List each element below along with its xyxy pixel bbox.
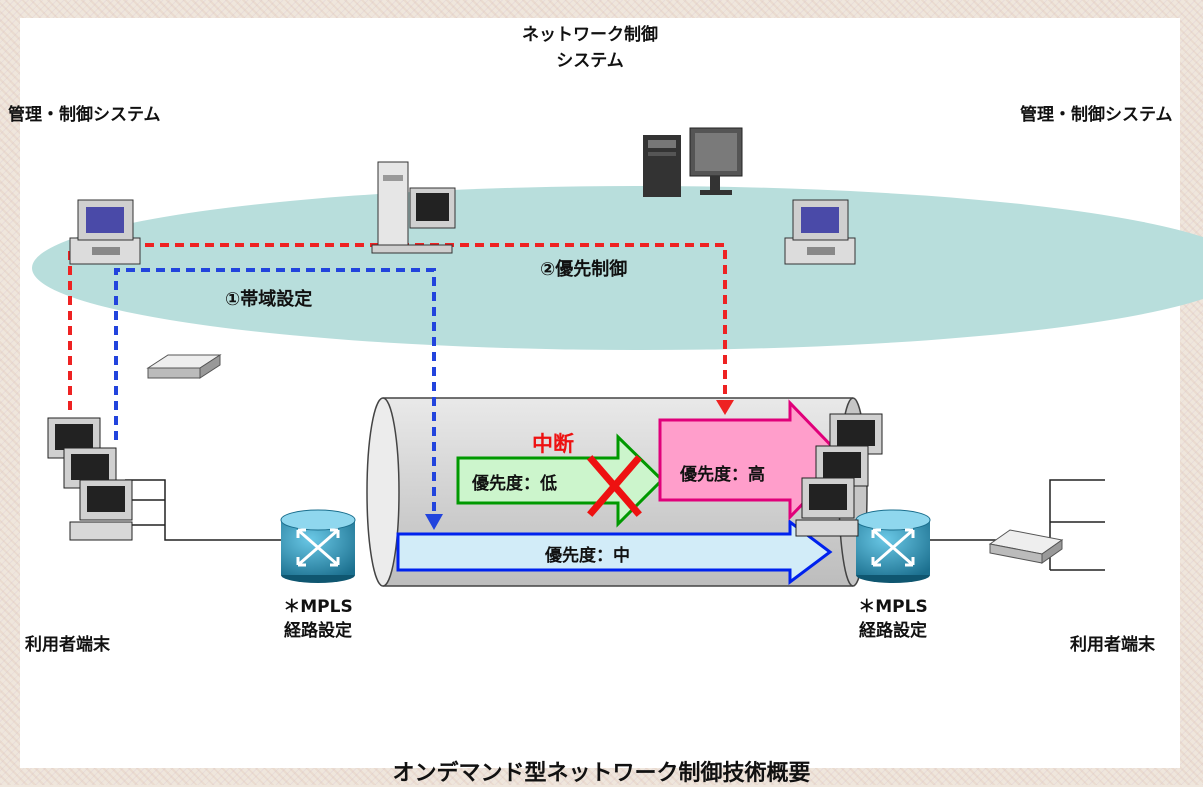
switch-hub-icon xyxy=(988,529,1064,564)
desktop-pc-icon xyxy=(69,199,141,265)
priority-low-label: 優先度：低 xyxy=(472,474,557,494)
server-tower-icon xyxy=(643,127,743,197)
switch-hub-icon xyxy=(146,354,222,379)
mgmt-system-left-label: 管理・制御システム xyxy=(8,105,161,125)
red-arrowhead-icon xyxy=(716,400,734,415)
cross-mark-icon xyxy=(587,455,642,517)
priority-control-label: ②優先制御 xyxy=(540,259,628,280)
workstation-stack-icon xyxy=(47,417,133,541)
priority-control-path xyxy=(68,243,727,410)
network-control-system-label: ネットワーク制御 システム xyxy=(522,25,658,71)
priority-mid-label: 優先度：中 xyxy=(545,546,630,566)
desktop-pc-icon xyxy=(784,199,856,265)
router-icon xyxy=(280,509,356,583)
workstation-icon xyxy=(371,161,456,254)
interruption-label: 中断 xyxy=(532,432,574,456)
mgmt-system-right-label: 管理・制御システム xyxy=(1020,105,1173,125)
mpls-route-left-label: ＊MPLS 経路設定 xyxy=(283,597,353,641)
diagram-caption: オンデマンド型ネットワーク制御技術概要 xyxy=(392,761,811,786)
user-terminal-left-label: 利用者端末 xyxy=(25,635,110,655)
priority-low-arrow xyxy=(456,433,665,528)
priority-high-label: 優先度：高 xyxy=(680,465,765,485)
workstation-stack-icon xyxy=(795,413,883,537)
router-icon xyxy=(855,509,931,583)
blue-arrowhead-icon xyxy=(425,514,443,530)
control-zone-ellipse xyxy=(32,186,1203,350)
diagram-panel xyxy=(20,18,1180,768)
mpls-route-right-label: ＊MPLS 経路設定 xyxy=(858,597,928,641)
priority-mid-arrow xyxy=(396,519,833,585)
bandwidth-setting-label: ①帯域設定 xyxy=(225,289,313,310)
user-terminal-right-label: 利用者端末 xyxy=(1070,635,1155,655)
